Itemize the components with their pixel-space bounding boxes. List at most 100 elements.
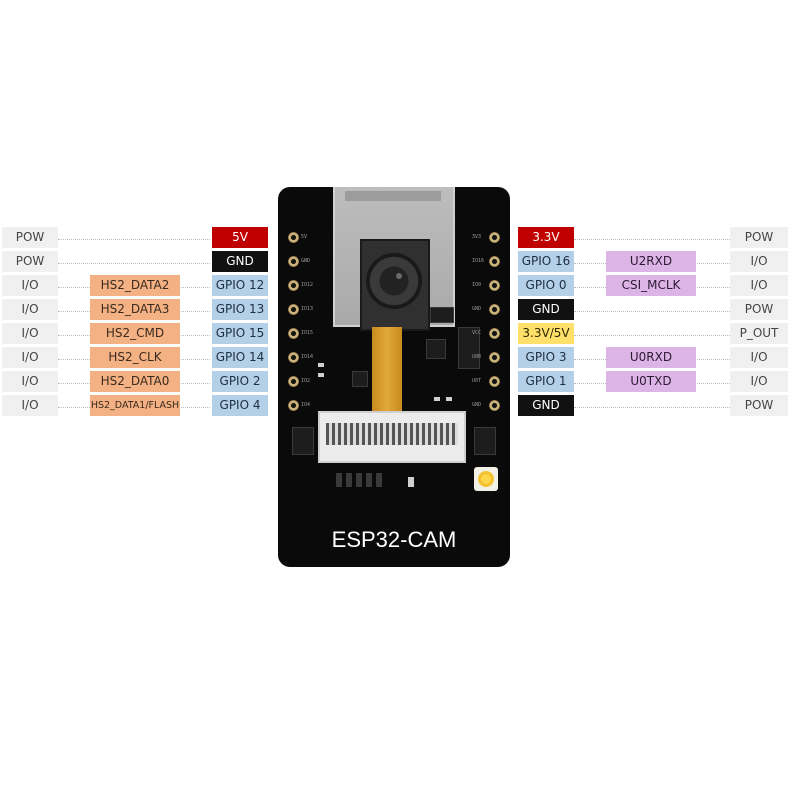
pin-row-left: I/O HS2_DATA0 GPIO 2 — [0, 371, 278, 395]
smd-component — [408, 477, 414, 487]
header-pin-icon — [288, 232, 299, 243]
pin-silkscreen-label: 3V3 — [472, 234, 482, 240]
alternate-function-label: HS2_DATA3 — [90, 299, 180, 320]
camera-connector — [318, 411, 466, 463]
pin-row-right: 3.3V/5V P_OUT — [510, 323, 800, 347]
pin-row-right: GND POW — [510, 299, 800, 323]
pin-row-left: I/O HS2_DATA3 GPIO 13 — [0, 299, 278, 323]
header-pin-icon — [288, 400, 299, 411]
smd-component — [356, 473, 362, 487]
pin-silkscreen-label: IO15 — [301, 330, 314, 336]
alternate-function-label: U0RXD — [606, 347, 696, 368]
pin-name-label: GND — [518, 395, 574, 416]
alternate-function-label: HS2_CLK — [90, 347, 180, 368]
pin-name-label: GPIO 12 — [212, 275, 268, 296]
function-label: I/O — [2, 395, 58, 416]
function-label: I/O — [2, 299, 58, 320]
pin-row-right: GPIO 16 U2RXD I/O — [510, 251, 800, 275]
camera-lens-icon — [366, 253, 422, 309]
pin-name-label: GND — [212, 251, 268, 272]
pin-name-label: 3.3V/5V — [518, 323, 574, 344]
pin-silkscreen-label: GND — [472, 402, 482, 408]
pin-name-label: GPIO 1 — [518, 371, 574, 392]
pin-row-left: POW 5V — [0, 227, 278, 251]
smd-component — [366, 473, 372, 487]
pin-silkscreen-label: IO16 — [472, 258, 485, 264]
smd-chip — [352, 371, 368, 387]
smd-component — [434, 397, 440, 401]
pin-silkscreen-label: GND — [301, 258, 311, 264]
pin-name-label: GPIO 4 — [212, 395, 268, 416]
pin-silkscreen-label: IO0 — [472, 282, 482, 288]
smd-component — [318, 373, 324, 377]
header-pin-icon — [489, 376, 500, 387]
function-label: I/O — [730, 251, 788, 272]
pin-name-label: GPIO 16 — [518, 251, 574, 272]
function-label: POW — [730, 227, 788, 248]
pin-row-right: GPIO 0 CSI_MCLK I/O — [510, 275, 800, 299]
alternate-function-label: HS2_DATA1/FLASH — [90, 395, 180, 416]
smd-component — [318, 363, 324, 367]
smd-chip — [474, 427, 496, 455]
pin-row-right: GPIO 1 U0TXD I/O — [510, 371, 800, 395]
function-label: I/O — [2, 371, 58, 392]
alternate-function-label: HS2_DATA0 — [90, 371, 180, 392]
function-label: POW — [2, 227, 58, 248]
pin-row-right: GND POW — [510, 395, 800, 419]
alternate-function-label: HS2_DATA2 — [90, 275, 180, 296]
pin-name-label: GND — [518, 299, 574, 320]
camera-module — [360, 239, 430, 331]
smd-component — [446, 397, 452, 401]
pin-row-left: I/O HS2_CMD GPIO 15 — [0, 323, 278, 347]
header-pin-icon — [288, 304, 299, 315]
pin-row-right: GPIO 3 U0RXD I/O — [510, 347, 800, 371]
pin-silkscreen-label: U0R — [472, 354, 482, 360]
smd-chip — [292, 427, 314, 455]
pin-name-label: 5V — [212, 227, 268, 248]
pin-silkscreen-label: GND — [472, 306, 482, 312]
header-pin-icon — [489, 280, 500, 291]
pin-name-label: GPIO 14 — [212, 347, 268, 368]
function-label: I/O — [730, 371, 788, 392]
pin-name-label: GPIO 13 — [212, 299, 268, 320]
function-label: I/O — [2, 323, 58, 344]
smd-chip — [426, 339, 446, 359]
alternate-function-label: CSI_MCLK — [606, 275, 696, 296]
pin-silkscreen-label: U0T — [472, 378, 482, 384]
pin-name-label: GPIO 3 — [518, 347, 574, 368]
header-pin-icon — [288, 376, 299, 387]
header-pin-icon — [288, 256, 299, 267]
pin-name-label: GPIO 15 — [212, 323, 268, 344]
pin-name-label: GPIO 2 — [212, 371, 268, 392]
leader-line — [58, 263, 210, 264]
pin-silkscreen-label: IO4 — [301, 402, 311, 408]
pin-name-label: GPIO 0 — [518, 275, 574, 296]
flash-led-icon — [474, 467, 498, 491]
header-pin-icon — [489, 328, 500, 339]
pin-row-left: I/O HS2_DATA1/FLASH GPIO 4 — [0, 395, 278, 419]
alternate-function-label: U2RXD — [606, 251, 696, 272]
function-label: POW — [730, 299, 788, 320]
pin-silkscreen-label: IO14 — [301, 354, 314, 360]
leader-line — [574, 335, 730, 336]
smd-component — [346, 473, 352, 487]
function-label: I/O — [730, 347, 788, 368]
smd-chip — [458, 327, 480, 369]
function-label: POW — [2, 251, 58, 272]
function-label: I/O — [2, 275, 58, 296]
header-pin-icon — [489, 256, 500, 267]
pin-row-left: I/O HS2_DATA2 GPIO 12 — [0, 275, 278, 299]
board-title: ESP32-CAM — [331, 527, 457, 552]
pin-name-label: 3.3V — [518, 227, 574, 248]
function-label: POW — [730, 395, 788, 416]
alternate-function-label: HS2_CMD — [90, 323, 180, 344]
camera-ribbon-cable — [372, 327, 402, 417]
pin-row-right: 3.3V POW — [510, 227, 800, 251]
function-label: P_OUT — [730, 323, 788, 344]
header-pin-icon — [489, 400, 500, 411]
function-label: I/O — [730, 275, 788, 296]
alternate-function-label: U0TXD — [606, 371, 696, 392]
pin-silkscreen-label: IO12 — [301, 282, 314, 288]
